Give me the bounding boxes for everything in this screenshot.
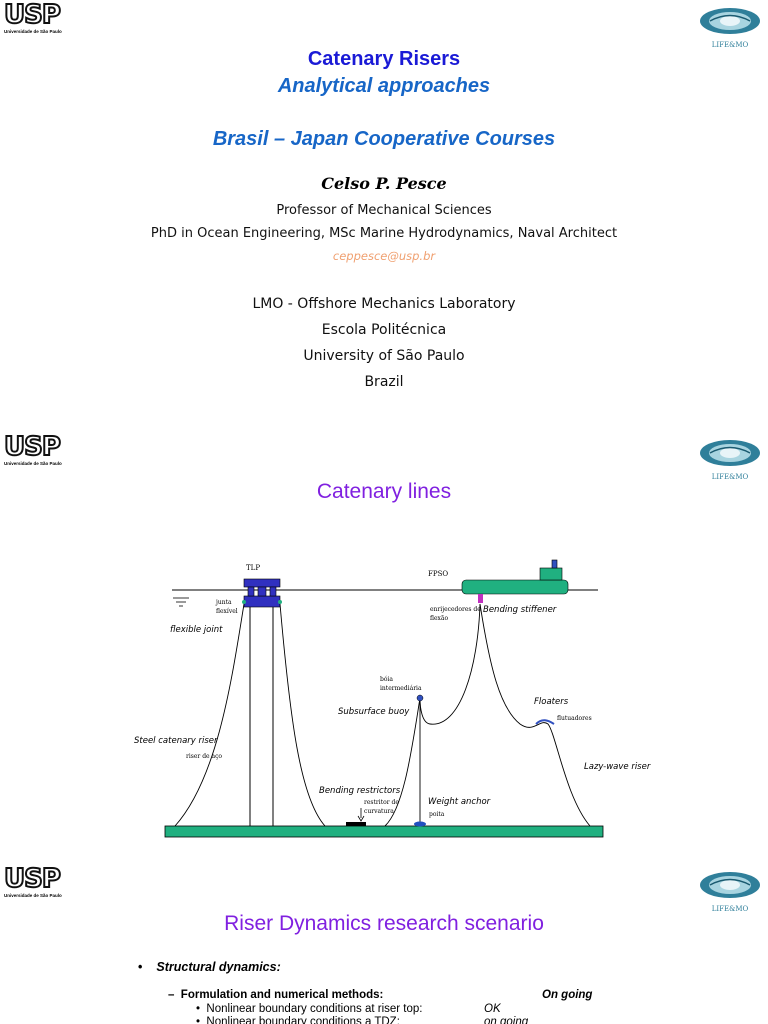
bullet-dot-icon: •	[138, 960, 143, 974]
floaters-label: Floaters	[534, 697, 569, 707]
bullet-label: Structural dynamics:	[156, 960, 281, 974]
restrictor-arrow-icon	[357, 815, 365, 822]
usp-logo-text: USP	[3, 0, 62, 30]
slide-title: Riser Dynamics research scenario	[224, 912, 544, 935]
catenary-lines-slide: USP Universidade de São Paulo LIFE&MO Ca…	[0, 418, 768, 850]
item-tdz-bc-status: on going	[484, 1016, 529, 1024]
affiliation-country: Brazil	[364, 374, 404, 390]
enrijecedores-label: enrijecedores de flexão	[430, 606, 483, 622]
water-surface-icon	[173, 597, 189, 607]
lifemo-logo: LIFE&MO	[700, 440, 760, 481]
lifemo-logo: LIFE&MO	[700, 8, 760, 49]
restritor-label: restritor de curvatura	[364, 799, 401, 815]
weight-anchor-icon	[414, 821, 426, 827]
item-label: Nonlinear boundary conditions at riser t…	[206, 1003, 423, 1015]
slide-title: Catenary Risers	[307, 48, 461, 70]
bullet-list: • Structural dynamics: – Formulation and …	[0, 850, 768, 1024]
steel-catenary-riser-left	[174, 603, 245, 827]
item-tdz-bc: • Nonlinear boundary conditions a TDZ:	[196, 1016, 400, 1024]
fpso-label: FPSO	[428, 570, 448, 578]
affiliation-lab: LMO - Offshore Mechanics Laboratory	[252, 296, 516, 312]
author-degrees: PhD in Ocean Engineering, MSc Marine Hyd…	[150, 226, 618, 241]
slide-title: Catenary lines	[316, 480, 452, 503]
riser-dynamics-slide: USP Universidade de São Paulo LIFE&MO Ri…	[0, 850, 768, 1024]
author-email[interactable]: ceppesce@usp.br	[332, 249, 436, 263]
usp-logo: USP Universidade de São Paulo	[3, 432, 70, 470]
usp-logo: USP Universidade de São Paulo	[3, 864, 70, 902]
bending-restrictor-icon	[346, 822, 366, 826]
subsurface-buoy-riser	[419, 603, 481, 725]
usp-logo-text: USP	[3, 864, 62, 894]
fpso-vessel	[461, 559, 569, 603]
bending-stiffener-label: Bending stiffener	[483, 605, 557, 615]
affiliation-university: University of São Paulo	[303, 348, 465, 364]
riser-de-aco-label: riser de aço	[186, 753, 222, 760]
tlp-platform	[242, 578, 282, 826]
boia-label: bóia intermediária	[380, 676, 422, 692]
seabed	[164, 825, 604, 838]
item-top-bc: • Nonlinear boundary conditions at riser…	[196, 1003, 423, 1015]
sub-bullet-formulation: – Formulation and numerical methods:	[168, 989, 384, 1001]
floaters-section	[535, 719, 555, 725]
tlp-label: TLP	[246, 564, 260, 572]
steel-catenary-riser-label: Steel catenary riser	[134, 736, 218, 746]
flexible-joint-label: flexible joint	[170, 625, 223, 635]
title-slide: USP Universidade de São Paulo LIFE&MO Ca…	[0, 0, 768, 418]
author-position: Professor of Mechanical Sciences	[276, 203, 492, 218]
usp-logo: USP Universidade de São Paulo	[3, 0, 70, 38]
catenary-diagram: TLP FPSO junta flexível flexible joi	[134, 559, 651, 838]
lazy-wave-riser	[479, 603, 591, 827]
item-label: Nonlinear boundary conditions a TDZ:	[206, 1016, 400, 1024]
subsurface-buoy-icon	[416, 694, 424, 702]
course-name: Brasil – Japan Cooperative Courses	[212, 128, 556, 150]
author-name: Celso P. Pesce	[321, 174, 447, 193]
usp-logo-subtext: Universidade de São Paulo	[4, 29, 62, 34]
slide-subtitle: Analytical approaches	[277, 75, 491, 97]
affiliation-school: Escola Politécnica	[321, 322, 447, 338]
sub-bullet-status: On going	[542, 989, 593, 1001]
flutuadores-label: flutuadores	[557, 715, 592, 722]
lifemo-logo: LIFE&MO	[700, 872, 760, 913]
lifemo-logo-text: LIFE&MO	[712, 473, 749, 481]
lifemo-logo-text: LIFE&MO	[712, 905, 749, 913]
bending-restrictors-label: Bending restrictors	[319, 786, 401, 796]
poita-label: poita	[429, 811, 445, 818]
usp-logo-text: USP	[3, 432, 62, 462]
weight-anchor-label: Weight anchor	[428, 797, 491, 807]
lifemo-logo-text: LIFE&MO	[712, 41, 749, 49]
buoy-to-seabed-riser	[384, 697, 421, 827]
usp-logo-subtext: Universidade de São Paulo	[4, 893, 62, 898]
junta-flexivel-label: junta flexível	[215, 599, 238, 615]
subsurface-buoy-label: Subsurface buoy	[338, 707, 410, 717]
steel-catenary-riser-right	[279, 603, 326, 827]
bullet-structural-dynamics: • Structural dynamics:	[138, 960, 281, 974]
lazy-wave-riser-label: Lazy-wave riser	[584, 762, 651, 772]
usp-logo-subtext: Universidade de São Paulo	[4, 461, 62, 466]
sub-bullet-label: Formulation and numerical methods:	[180, 989, 384, 1001]
item-top-bc-status: OK	[484, 1003, 501, 1015]
